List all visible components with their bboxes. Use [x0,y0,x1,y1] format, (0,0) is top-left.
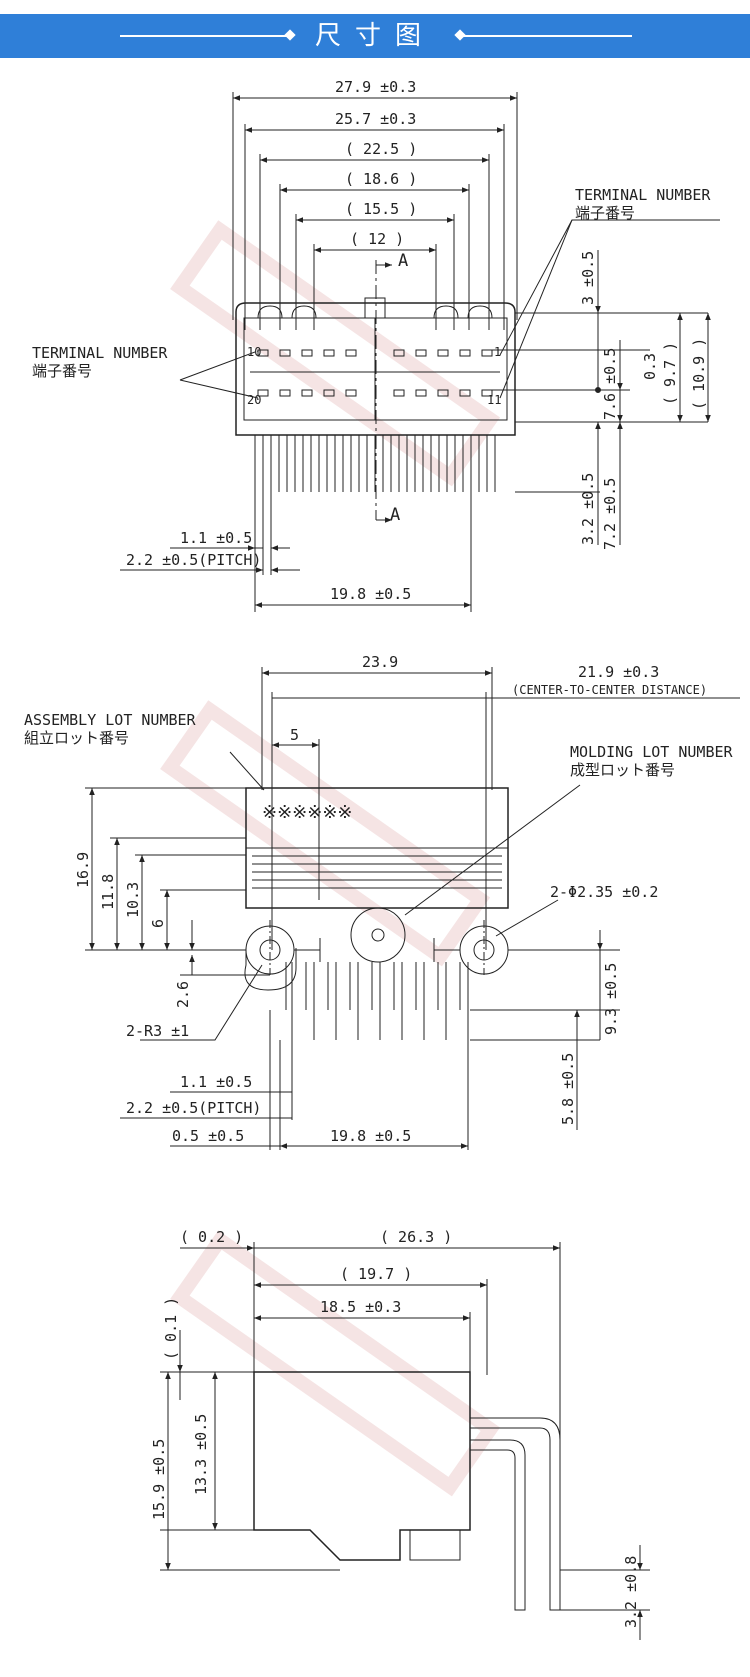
watermark-1 [170,220,501,487]
label-25-7: 25.7 ±0.3 [335,110,416,128]
terminal-number-left-en: TERMINAL NUMBER [32,344,168,362]
label-0-1: ( 0.1 ) [162,1297,180,1360]
watermark-2 [160,700,491,967]
leader-terminal-11 [499,219,573,399]
label-18-5: 18.5 ±0.3 [320,1298,401,1316]
leader-mount-hole [495,899,559,937]
banner-title: 尺寸图 [314,21,435,51]
pins-view1 [254,435,496,492]
terminal-number-right-jp: 端子番号 [575,204,635,222]
leader-assembly-lot [229,751,265,791]
header-banner: 尺寸图 [0,0,750,68]
label-19-8-v2: 19.8 ±0.5 [330,1127,411,1145]
label-23-9: 23.9 [362,653,398,671]
label-mount-hole: 2-Φ2.35 ±0.2 [550,883,658,901]
label-6: 6 [149,919,167,928]
leader-molding-lot [404,784,581,916]
label-11-8: 11.8 [99,874,117,910]
lot-marks: ※※※※※※ [262,802,353,823]
label-10-3: 10.3 [124,882,142,918]
label-21-9: 21.9 ±0.3 [578,663,659,681]
label-radius: 2-R3 ±1 [126,1022,189,1040]
section-a-top: A [398,251,408,271]
label-2-2-v1: 2.2 ±0.5(PITCH) [126,551,261,569]
label-3-2-v3: 3.2 ±0.8 [622,1556,640,1628]
leader-terminal-20 [179,379,259,399]
label-19-7: ( 19.7 ) [340,1265,412,1283]
label-7-6: 7.6 ±0.5 [601,348,619,420]
label-2-2-v2: 2.2 ±0.5(PITCH) [126,1099,261,1117]
leader-radius [140,964,263,1041]
tail-pin-long [470,1417,561,1611]
mount-flange-left [245,925,295,975]
label-16-9: 16.9 [74,852,92,888]
label-5: 5 [290,726,299,744]
terminal-row-bottom [257,389,493,397]
banner-line-right [462,35,632,37]
label-15-5: ( 15.5 ) [345,200,417,218]
assembly-lot-jp: 組立ロット番号 [24,729,129,747]
connector-front-body [235,302,516,436]
terminal-number-left-jp: 端子番号 [32,362,92,380]
molding-lot-en: MOLDING LOT NUMBER [570,743,734,761]
section-a-bottom: A [390,505,400,525]
label-3: 3 ±0.5 [579,251,597,305]
connector-front-inner [243,317,508,421]
label-19-8-v1: 19.8 ±0.5 [330,585,411,603]
label-27-9: 27.9 ±0.3 [335,78,416,96]
label-1-1-v1: 1.1 ±0.5 [180,529,252,547]
leader-terminal-1 [499,219,720,356]
molding-lot-jp: 成型ロット番号 [570,761,675,779]
label-22-5: ( 22.5 ) [345,140,417,158]
label-1-1-v2: 1.1 ±0.5 [180,1073,252,1091]
label-21-9-note: (CENTER-TO-CENTER DISTANCE) [512,683,707,697]
label-13-3: 13.3 ±0.5 [192,1414,210,1495]
label-9-7: ( 9.7 ) [661,342,679,405]
label-7-2: 7.2 ±0.5 [601,478,619,550]
label-12: ( 12 ) [350,230,404,248]
label-15-9: 15.9 ±0.5 [150,1439,168,1520]
label-18-6: ( 18.6 ) [345,170,417,188]
label-0-2: ( 0.2 ) [180,1228,243,1246]
pin-label-11: 11 [487,393,501,407]
label-26-3: ( 26.3 ) [380,1228,452,1246]
label-9-3: 9.3 ±0.5 [602,963,620,1035]
label-0-3: 0.3 [641,353,659,380]
assembly-lot-en: ASSEMBLY LOT NUMBER [24,711,197,729]
label-3-2: 3.2 ±0.5 [579,473,597,545]
molding-lot-dial [350,907,406,963]
leader-terminal-10 [179,351,256,381]
pin-label-1: 1 [494,345,501,359]
banner-line-left [120,35,290,37]
label-10-9: ( 10.9 ) [690,338,708,410]
pin-label-10: 10 [247,345,261,359]
connector-profile-body [253,1371,471,1561]
pin-label-20: 20 [247,393,261,407]
terminal-number-right-en: TERMINAL NUMBER [575,186,711,204]
label-0-5: 0.5 ±0.5 [172,1127,244,1145]
terminal-row-top [257,349,493,357]
watermark-3 [170,1230,501,1497]
label-2-6: 2.6 [174,981,192,1008]
label-5-8: 5.8 ±0.5 [559,1053,577,1125]
tail-pin-short [470,1439,526,1611]
pins-view2 [285,962,469,1040]
